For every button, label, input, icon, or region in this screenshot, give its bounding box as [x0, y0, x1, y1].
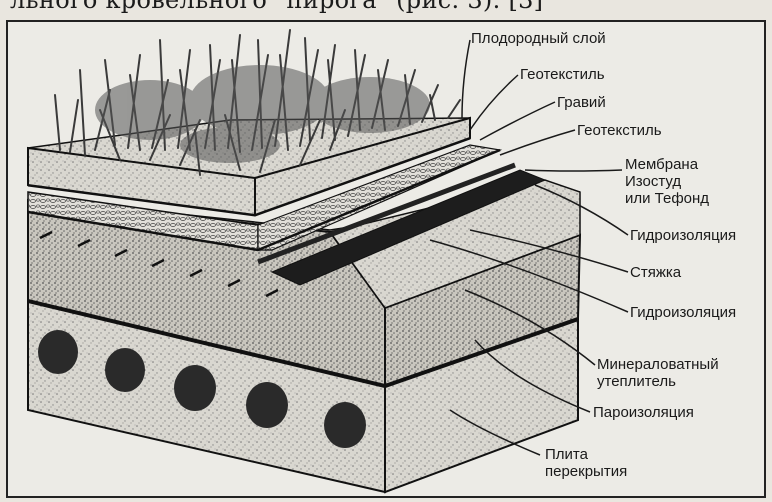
label-mineral-wool: Минераловатный утеплитель	[597, 356, 719, 390]
label-waterproofing-bottom: Гидроизоляция	[630, 304, 736, 321]
label-membrane: Мембрана Изостуд или Тефонд	[625, 156, 709, 207]
label-screed: Стяжка	[630, 264, 681, 281]
label-gravel: Гравий	[557, 94, 606, 111]
label-fertile-layer: Плодородный слой	[471, 30, 606, 47]
label-geotextile-top: Геотекстиль	[520, 66, 605, 83]
label-vapor-barrier: Пароизоляция	[593, 404, 694, 421]
label-waterproofing-top: Гидроизоляция	[630, 227, 736, 244]
label-geotextile-bottom: Геотекстиль	[577, 122, 662, 139]
label-slab: Плита перекрытия	[545, 446, 627, 480]
